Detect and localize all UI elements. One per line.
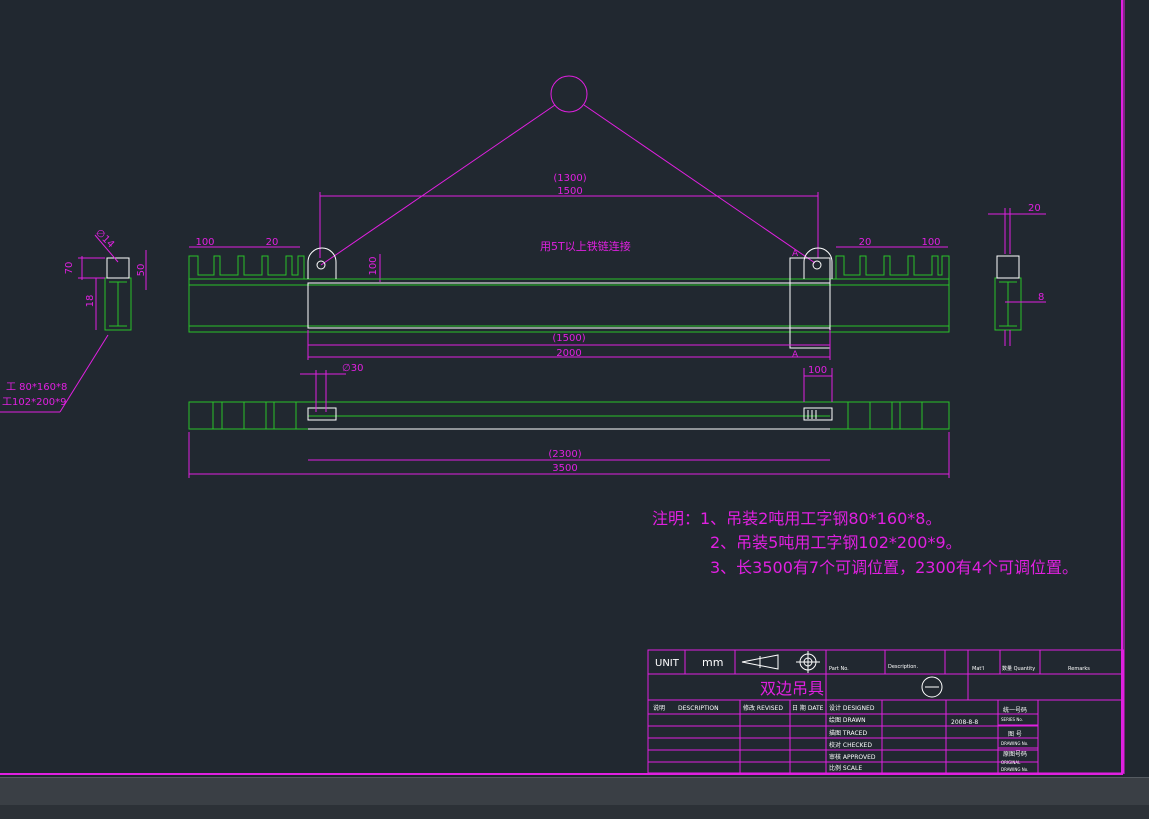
lifting-lugs: [307, 247, 833, 349]
lifting-ring: [320, 75, 816, 266]
plan-beam: [188, 401, 950, 430]
dim-1500-paren: (1500): [552, 333, 585, 344]
drawing-title: 双边吊具: [760, 679, 824, 698]
cad-drawing-canvas[interactable]: 用5T以上铁链连接 (1300) 1500 100 20 20 100 100: [0, 0, 1149, 777]
main-beam: [188, 255, 950, 333]
right-section-view: [994, 255, 1022, 331]
description-header: Description.: [888, 664, 918, 670]
top-dimensions: [189, 192, 948, 282]
beam-spec-large: 工102*200*9: [2, 397, 67, 408]
left-end-view: [104, 257, 132, 331]
date-value: 2008-8-8: [951, 719, 978, 726]
title-block: [647, 649, 1124, 774]
projection-symbol: [741, 651, 943, 698]
note-2: 2、吊装5吨用工字钢102*200*9。: [710, 533, 962, 552]
left-end-dims: [0, 234, 147, 413]
drawing-frame: [0, 0, 1125, 775]
note-3: 3、长3500有7个可调位置，2300有4个可调位置。: [710, 558, 1078, 577]
status-bar[interactable]: [0, 777, 1149, 806]
revision-description: DESCRIPTION: [678, 705, 719, 712]
drawing-no-sub: DRAWING No.: [1001, 741, 1028, 746]
dim-100-left: 100: [195, 237, 214, 248]
dim-8-side: 8: [1038, 292, 1044, 303]
drawing-svg: 用5T以上铁链连接 (1300) 1500 100 20 20 100 100: [0, 0, 1125, 775]
traced-label: 描图 TRACED: [829, 729, 867, 737]
dim-20-side: 20: [1028, 203, 1041, 214]
bottom-dimensions-1: [307, 330, 831, 360]
revision-label: 说明: [653, 704, 665, 712]
dim-100-vertical: 100: [368, 256, 379, 275]
part-no-header: Part No.: [829, 666, 849, 672]
section-a-top: A: [792, 249, 799, 259]
dim-20-right: 20: [859, 237, 872, 248]
beam-spec-small: 工 80*160*8: [6, 382, 67, 393]
dim-1300: (1300): [553, 173, 586, 184]
right-section-dims: [988, 208, 1046, 346]
drawing-no-label: 图 号: [1008, 731, 1022, 738]
unit-value: mm: [702, 656, 723, 669]
dim-100-right: 100: [921, 237, 940, 248]
orig-sub2: DRAWING No.: [1001, 767, 1028, 772]
dim-100-plan: 100: [808, 365, 827, 376]
series-sub: SERIES No.: [1001, 717, 1023, 722]
series-label: 统一号码: [1003, 706, 1027, 714]
approved-label: 审核 APPROVED: [829, 753, 876, 761]
note-1: 注明：1、吊装2吨用工字钢80*160*8。: [652, 509, 941, 528]
dim-phi30: ∅30: [342, 363, 363, 374]
plan-dimensions: [188, 368, 950, 478]
material-header: Mat'l: [972, 666, 984, 672]
checked-label: 校对 CHECKED: [829, 741, 872, 749]
drawn-label: 绘图 DRAWN: [829, 716, 866, 724]
orig-sub: ORIGINAL: [1001, 760, 1021, 765]
quantity-header: 数量 Quantity: [1002, 665, 1035, 672]
date-header: 日 期 DATE: [792, 704, 824, 712]
dim-2300: (2300): [548, 449, 581, 460]
dim-18: 18: [85, 295, 96, 308]
dim-70: 70: [64, 262, 75, 275]
dim-3500: 3500: [552, 463, 577, 474]
dim-50: 50: [136, 264, 147, 277]
plan-lugs: [307, 407, 833, 430]
dim-2000: 2000: [556, 348, 581, 359]
unit-label: UNIT: [655, 658, 680, 669]
bottom-strip: [0, 805, 1149, 819]
section-a-bottom: A: [792, 350, 799, 360]
dim-1500: 1500: [557, 186, 582, 197]
chain-note: 用5T以上铁链连接: [540, 239, 631, 253]
remarks-header: Remarks: [1068, 666, 1090, 672]
designed-label: 设计 DESIGNED: [829, 704, 875, 712]
scale-label: 比例 SCALE: [829, 764, 862, 772]
dim-20-left: 20: [266, 237, 279, 248]
orig-label: 原图号码: [1003, 750, 1027, 758]
revised-header: 修改 REVISED: [743, 704, 783, 712]
